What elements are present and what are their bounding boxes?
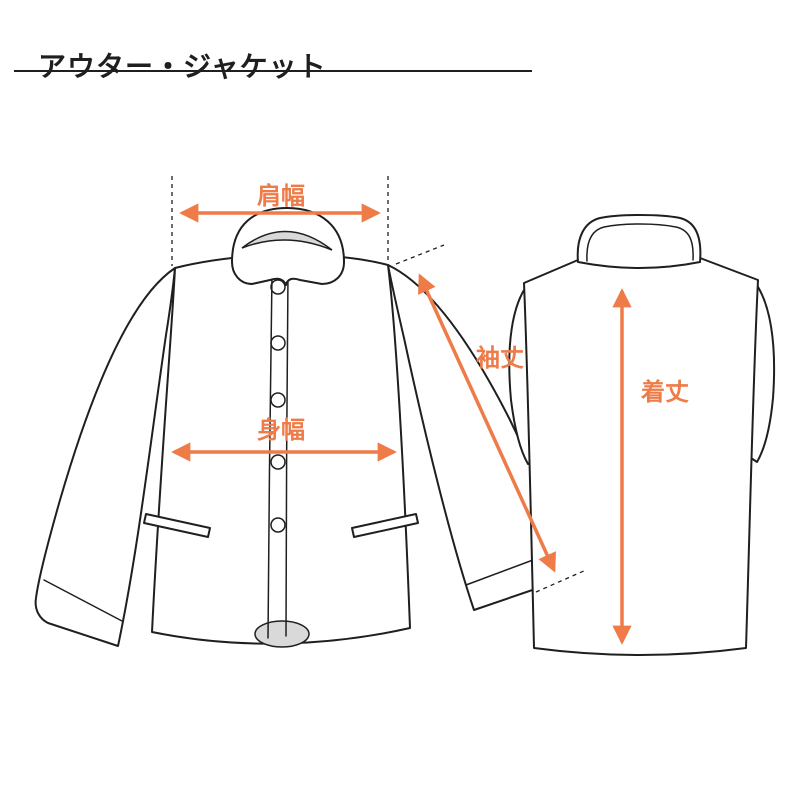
jacket-back-illustration bbox=[508, 214, 776, 656]
garment-length-label: 着丈 bbox=[641, 378, 689, 406]
body-width-label: 身幅 bbox=[257, 416, 305, 444]
button bbox=[270, 392, 286, 408]
front-right-pocket bbox=[351, 513, 419, 538]
sleeve-length-label: 袖丈 bbox=[476, 344, 524, 372]
shoulder-width-label: 肩幅 bbox=[257, 182, 305, 210]
sleeve-guide-bottom bbox=[535, 569, 587, 593]
button bbox=[270, 279, 286, 295]
sleeve-length-arrow bbox=[418, 273, 556, 573]
front-left-pocket bbox=[143, 513, 211, 538]
back-collar-inner-seam bbox=[586, 223, 694, 262]
front-collar-inner-shade bbox=[241, 230, 333, 251]
front-body bbox=[151, 253, 411, 645]
front-hem-lining bbox=[254, 620, 310, 648]
button bbox=[270, 335, 286, 351]
button bbox=[270, 517, 286, 533]
title-underline bbox=[14, 70, 532, 72]
front-left-sleeve bbox=[34, 267, 176, 647]
measurement-marks bbox=[171, 176, 632, 645]
page-title: アウター・ジャケット bbox=[38, 49, 327, 83]
back-body bbox=[523, 257, 759, 656]
sleeve-guide-top bbox=[395, 244, 445, 265]
back-collar bbox=[576, 214, 702, 269]
front-left-cuff-seam bbox=[43, 579, 123, 622]
